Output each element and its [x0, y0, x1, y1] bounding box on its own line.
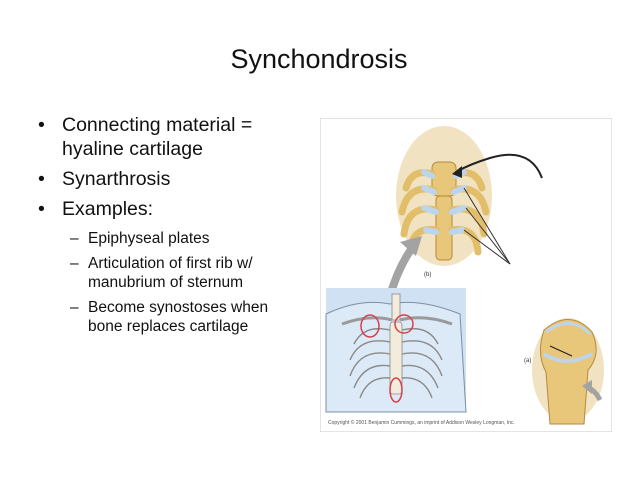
highlight-circle-manubrium	[394, 314, 414, 334]
highlight-circle-left-rib	[360, 314, 380, 338]
leader-lines	[463, 187, 511, 265]
label-a: (a)	[524, 358, 531, 364]
anatomy-figure: (b)	[320, 118, 612, 432]
bullet-synarthrosis: Synarthrosis	[36, 167, 306, 191]
anatomy-illustration: (b)	[320, 118, 612, 432]
curved-arrow-head	[452, 166, 462, 178]
page-title: Synchondrosis	[230, 44, 408, 74]
sub-bullet-synostoses: Become synostoses when bone replaces car…	[62, 298, 306, 336]
body-ribs	[349, 327, 443, 399]
copyright-text: Copyright © 2001 Benjamin Cummings, an i…	[328, 419, 515, 426]
bullet-text: Synarthrosis	[62, 168, 171, 190]
femur-head	[540, 319, 597, 425]
bullet-text: Connecting material = hyaline cartilage	[62, 114, 253, 160]
rib-cage-panel: (b)	[396, 126, 543, 278]
bullet-examples: Examples: Epiphyseal plates Articulation…	[36, 197, 306, 336]
femur-gray-arrow-head	[582, 380, 592, 394]
label-b: (b)	[424, 272, 431, 278]
bullet-list: Connecting material = hyaline cartilage …	[36, 113, 306, 342]
epiphyseal-plate	[542, 352, 593, 363]
highlight-circle-xiphoid	[389, 377, 403, 403]
sub-bullet-text: Become synostoses when bone replaces car…	[88, 299, 269, 335]
left-clavicle	[341, 316, 393, 326]
body-sternum	[389, 321, 403, 395]
gray-arrow-head	[400, 236, 422, 256]
femur-panel: (a)	[524, 318, 604, 425]
body-skeleton-panel	[325, 288, 467, 413]
bullet-connecting-material: Connecting material = hyaline cartilage	[36, 113, 306, 161]
sub-bullet-epiphyseal: Epiphyseal plates	[62, 229, 306, 248]
bullet-text: Examples:	[62, 198, 154, 220]
femur-pointer-line	[549, 345, 573, 357]
sub-bullet-text: Articulation of first rib w/ manubrium o…	[88, 255, 253, 291]
highlight-circles	[360, 314, 414, 403]
sub-bullet-first-rib: Articulation of first rib w/ manubrium o…	[62, 254, 306, 292]
articular-cartilage	[545, 322, 592, 336]
sub-bullet-text: Epiphyseal plates	[88, 230, 210, 247]
curved-arrow	[455, 153, 543, 179]
sub-bullet-list: Epiphyseal plates Articulation of first …	[62, 229, 306, 336]
right-clavicle	[399, 316, 453, 326]
